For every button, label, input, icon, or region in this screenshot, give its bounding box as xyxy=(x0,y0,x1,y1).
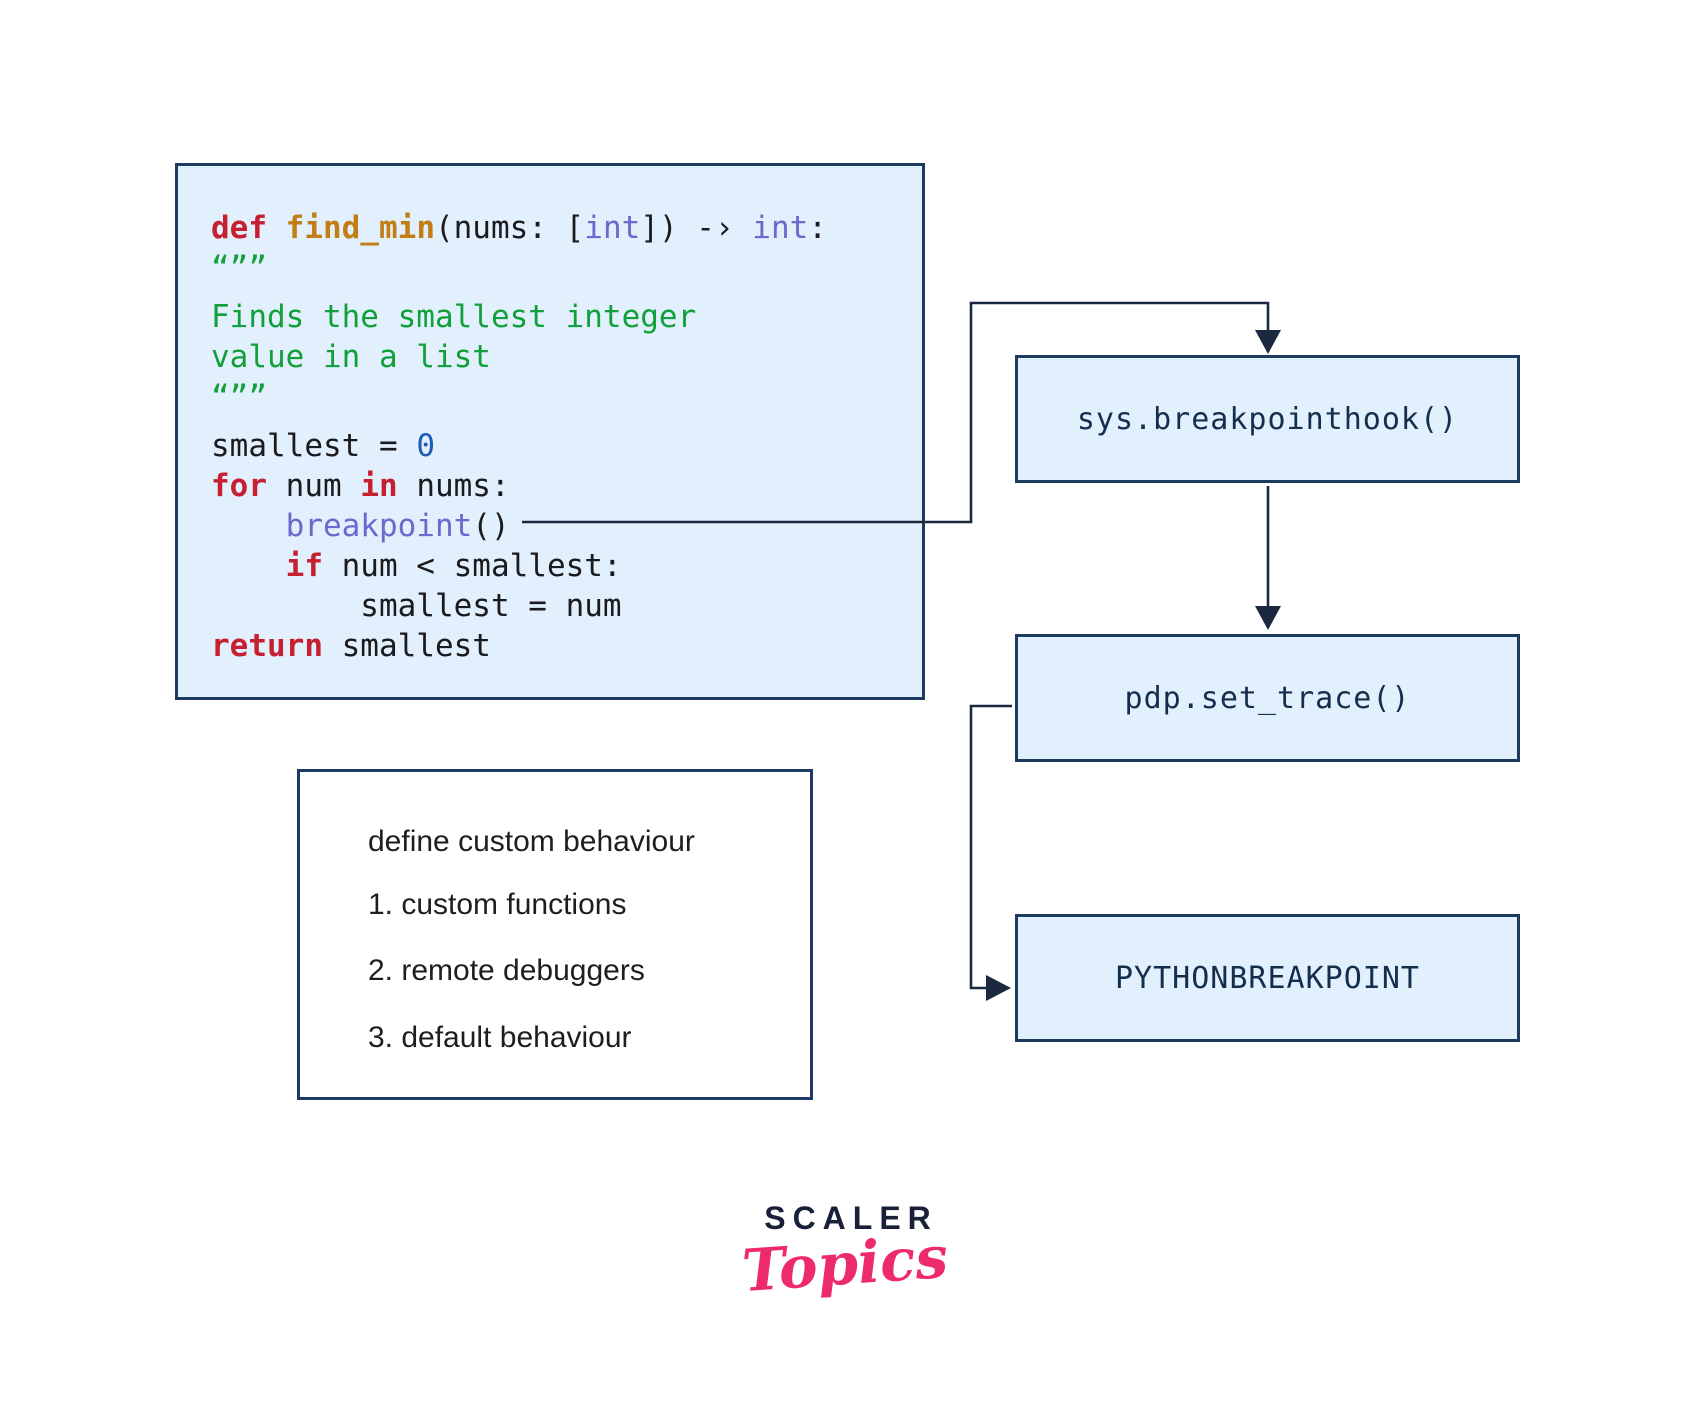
flow-box-sys-breakpointhook: sys.breakpointhook() xyxy=(1015,355,1520,483)
code-token: if xyxy=(285,548,323,584)
note-title: define custom behaviour xyxy=(368,825,695,858)
note-item: 3. default behaviour xyxy=(368,1021,632,1054)
code-line: if num < smallest: xyxy=(211,546,827,586)
code-token: () xyxy=(472,508,510,544)
code-token: def xyxy=(211,210,267,246)
flow-box-label: sys.breakpointhook() xyxy=(1076,401,1459,437)
note-item: 2. remote debuggers xyxy=(368,954,645,987)
code-line: def find_min(nums: [int]) -› int: xyxy=(211,208,827,248)
code-line: smallest = 0 xyxy=(211,426,827,466)
code-token: smallest = xyxy=(211,428,417,464)
code-token xyxy=(267,210,286,246)
python-code: def find_min(nums: [int]) -› int: “”” Fi… xyxy=(211,208,827,666)
flow-box-pythonbreakpoint: PYTHONBREAKPOINT xyxy=(1015,914,1520,1042)
code-token: (nums: [ xyxy=(434,210,585,246)
python-code-block: def find_min(nums: [int]) -› int: “”” Fi… xyxy=(175,163,925,700)
code-line: smallest = num xyxy=(211,586,827,626)
code-token: : xyxy=(808,210,827,246)
code-line: for num in nums: xyxy=(211,466,827,506)
flow-box-label: pdp.set_trace() xyxy=(1124,680,1411,716)
arrowhead-down-icon xyxy=(1255,606,1281,630)
arrowhead-down-icon xyxy=(1255,330,1281,354)
logo-topics-text: Topics xyxy=(740,1222,950,1306)
code-token: find_min xyxy=(285,210,435,246)
code-token: in xyxy=(360,468,398,504)
code-token xyxy=(211,548,286,584)
code-token: int xyxy=(752,210,809,246)
code-token: breakpoint xyxy=(285,508,473,544)
flow-box-pdb-set-trace: pdp.set_trace() xyxy=(1015,634,1520,762)
logo-scaler-text: SCALER xyxy=(764,1200,938,1236)
code-token: 0 xyxy=(416,428,435,464)
code-line: Finds the smallest integer xyxy=(211,297,827,337)
custom-behaviour-note-box: define custom behaviour 1. custom functi… xyxy=(297,769,813,1100)
arrowhead-right-icon xyxy=(986,975,1011,1001)
code-token: value in a list xyxy=(211,339,491,375)
code-line: “”” xyxy=(211,377,827,417)
code-token: “”” xyxy=(211,250,267,286)
code-token xyxy=(211,508,286,544)
code-line: value in a list xyxy=(211,337,827,377)
code-token: int xyxy=(584,210,641,246)
code-token: num xyxy=(267,468,361,504)
code-token: smallest = num xyxy=(211,588,622,624)
code-token: return xyxy=(211,628,323,664)
code-line: “”” xyxy=(211,248,827,288)
note-item: 1. custom functions xyxy=(368,888,627,921)
code-token: “”” xyxy=(211,379,267,415)
code-token: nums: xyxy=(397,468,510,504)
code-token: smallest xyxy=(322,628,491,664)
code-token: ]) -› xyxy=(640,210,753,246)
code-token: num < smallest: xyxy=(322,548,622,584)
code-line: return smallest xyxy=(211,626,827,666)
flow-box-label: PYTHONBREAKPOINT xyxy=(1115,960,1420,996)
code-token: Finds the smallest integer xyxy=(211,299,697,335)
connector-settrace-to-pythonbreakpoint xyxy=(969,704,1012,990)
code-line-breakpoint: breakpoint() xyxy=(211,506,827,546)
code-token: for xyxy=(211,468,267,504)
